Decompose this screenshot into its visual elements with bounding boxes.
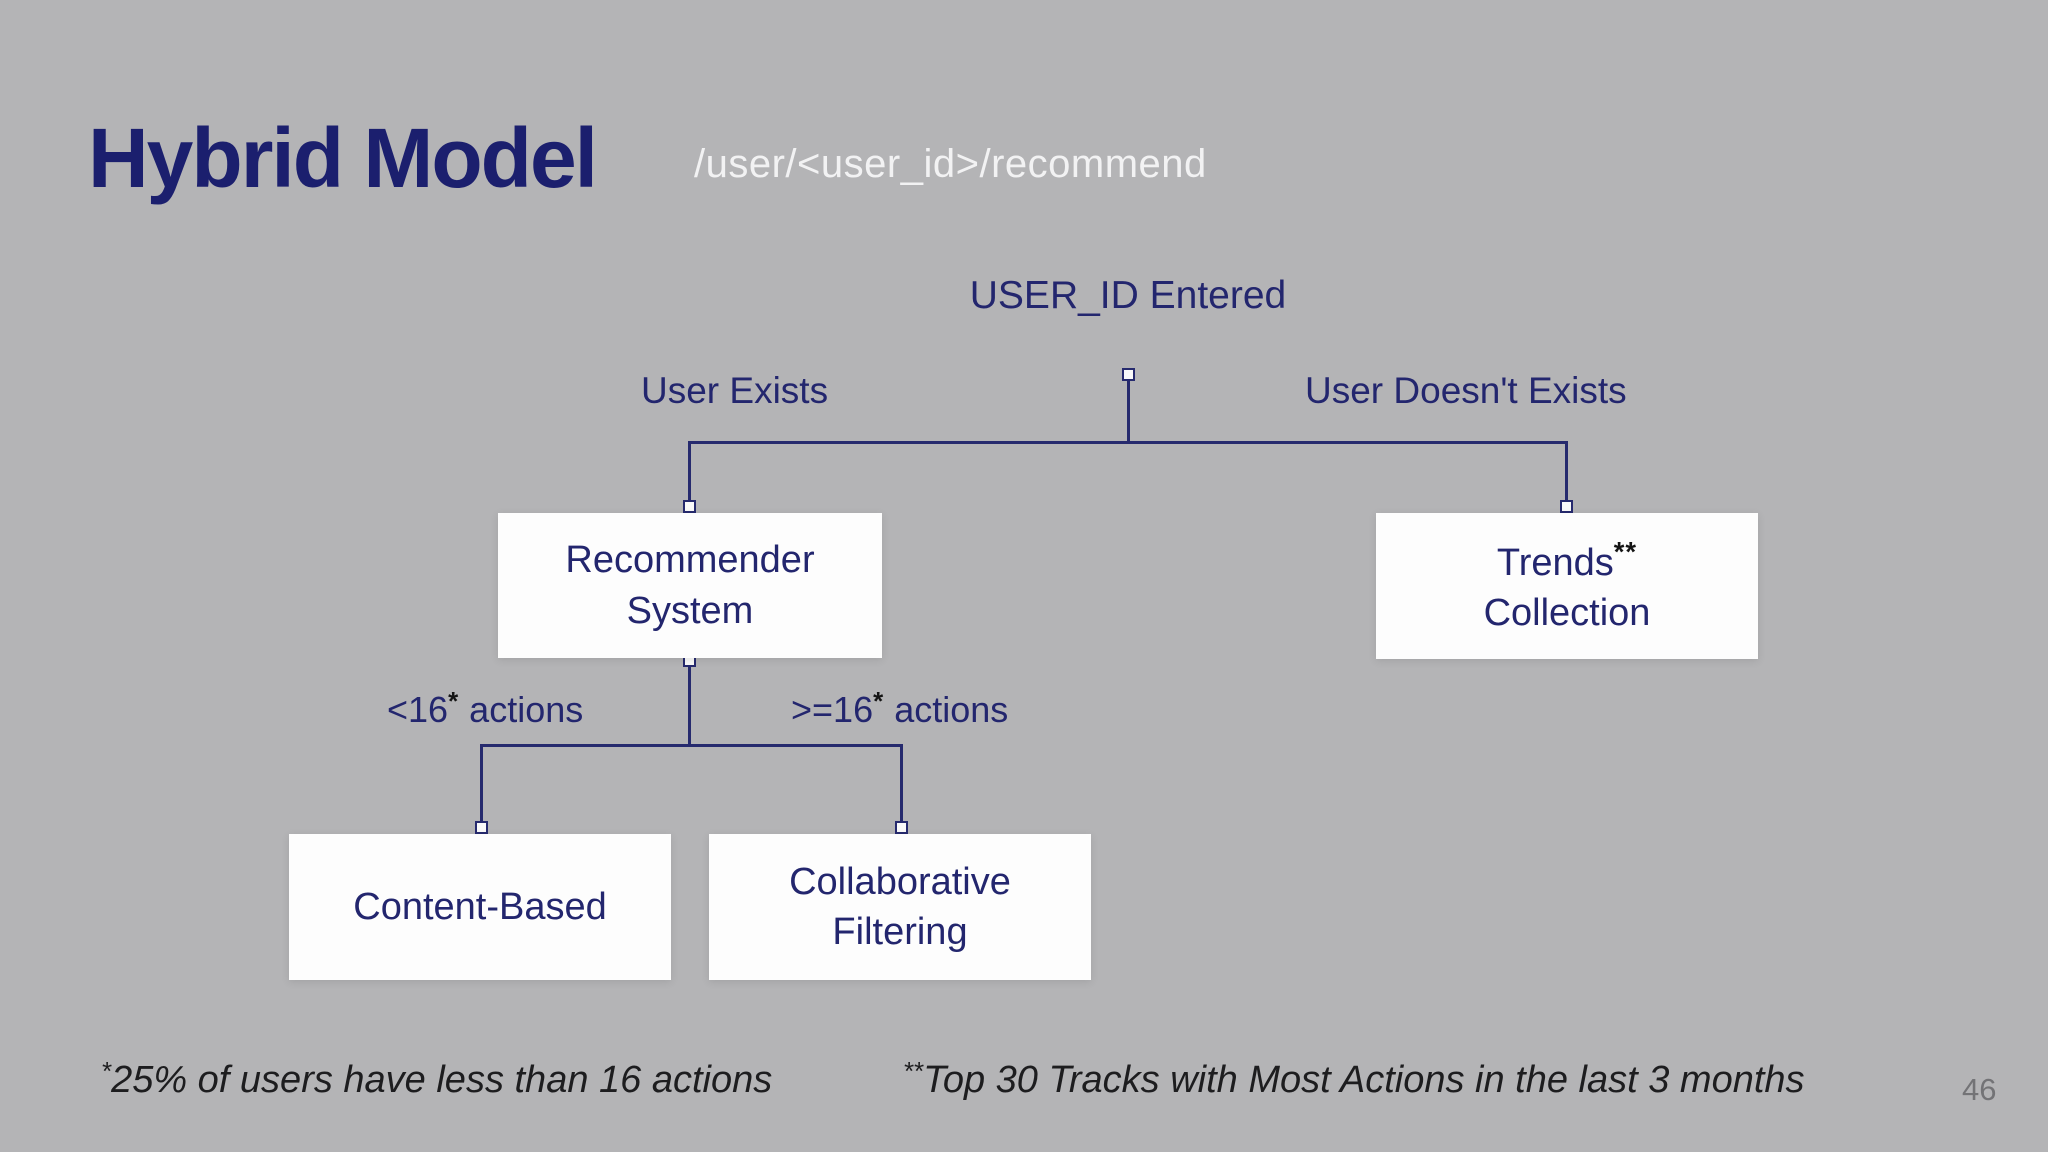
edge-label-text: actions	[884, 689, 1009, 730]
node-label-line: Collaborative	[789, 860, 1011, 903]
edge-label-text: <16	[387, 689, 449, 730]
connector-square-collab-top	[895, 821, 908, 834]
connector-level2-horizontal-line	[480, 744, 903, 747]
connector-square-recommender-top	[683, 500, 696, 513]
footnote-marker-double-asterisk: **	[903, 1058, 924, 1086]
edge-label-text: >=16	[791, 689, 874, 730]
connector-level1-right-drop-line	[1565, 441, 1568, 503]
connector-square-root	[1122, 368, 1135, 381]
page-number: 46	[1962, 1072, 1997, 1107]
edge-label-text: actions	[459, 689, 584, 730]
node-label-line: Filtering	[832, 911, 968, 953]
footnote-marker-asterisk: *	[101, 1058, 112, 1086]
node-label-text: Trends	[1496, 541, 1614, 584]
footnote-users-actions: *25% of users have less than 16 actions	[101, 1058, 773, 1101]
node-trends-collection: Trends** Collection	[1376, 513, 1758, 659]
node-label-line: Content-Based	[353, 885, 607, 928]
node-content-based: Content-Based	[289, 834, 671, 980]
footnote-marker-asterisk: *	[448, 688, 460, 716]
connector-root-stub-line	[1127, 374, 1130, 444]
slide-title: Hybrid Model	[88, 111, 598, 205]
node-recommender-system: Recommender System	[498, 513, 882, 658]
node-label-line: Trends**	[1497, 534, 1637, 588]
connector-square-trends-top	[1560, 500, 1573, 513]
footnote-text: Top 30 Tracks with Most Actions in the l…	[923, 1059, 1805, 1101]
branch-label-user-exists: User Exists	[641, 370, 829, 411]
connector-level2-left-drop-line	[480, 744, 483, 824]
connector-level1-left-drop-line	[688, 441, 691, 503]
api-endpoint-path: /user/<user_id>/recommend	[694, 142, 1207, 186]
connector-square-content-top	[475, 821, 488, 834]
branch-label-user-doesnt-exist: User Doesn't Exists	[1305, 370, 1627, 411]
footnote-marker-asterisk: *	[873, 688, 885, 716]
footnote-marker-double-asterisk: **	[1613, 535, 1638, 567]
edge-label-gte16-actions: >=16* actions	[791, 688, 1009, 730]
node-label-line: Recommender	[565, 539, 815, 582]
diagram-root-label: USER_ID Entered	[969, 274, 1287, 317]
edge-label-lt16-actions: <16* actions	[387, 688, 584, 730]
footnote-text: 25% of users have less than 16 actions	[111, 1059, 773, 1101]
connector-level2-right-drop-line	[900, 744, 903, 824]
node-collaborative-filtering: Collaborative Filtering	[709, 834, 1091, 980]
node-label-line: Collection	[1483, 592, 1651, 634]
node-label-line: System	[626, 589, 754, 632]
connector-recommender-stub-line	[688, 660, 691, 746]
connector-level1-horizontal-line	[688, 441, 1568, 444]
footnote-top-tracks: **Top 30 Tracks with Most Actions in the…	[903, 1058, 1805, 1101]
